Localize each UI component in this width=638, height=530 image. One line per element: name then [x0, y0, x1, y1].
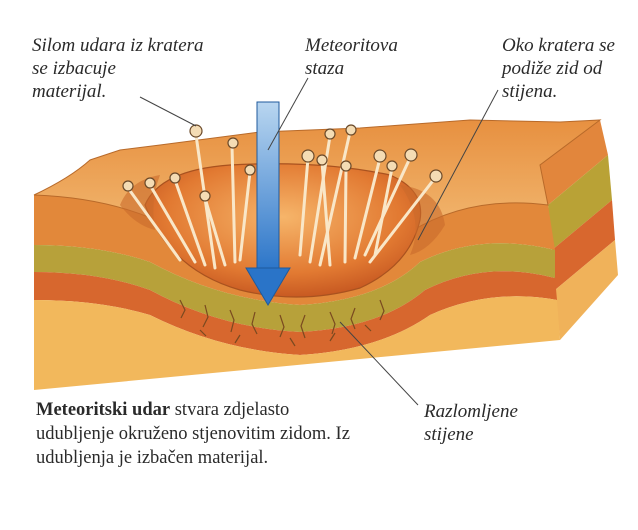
- caption-bold: Meteoritski udar: [36, 400, 171, 420]
- ejecta-rocks: [122, 124, 443, 202]
- block-right-face: [540, 120, 618, 340]
- meteor-path-arrow: [245, 101, 291, 306]
- label-meteor-path: Meteoritova staza: [305, 35, 398, 79]
- label-ejecta: Silom udara iz kratera se izbacuje mater…: [32, 35, 204, 102]
- leader-lines: [139, 77, 499, 406]
- crater-rim-right: [400, 185, 445, 255]
- label-crater-rim: Oko kratera se podiže zid od stijena.: [502, 35, 615, 102]
- fractures: [179, 299, 385, 347]
- caption-text: stvara zdjelasto udubljenje okruženo stj…: [36, 400, 350, 468]
- ejecta-streaks: [126, 130, 437, 270]
- label-fractured-rocks: Razlomljene stijene: [424, 401, 518, 445]
- caption: Meteoritski udar stvara zdjelasto udublj…: [36, 398, 356, 470]
